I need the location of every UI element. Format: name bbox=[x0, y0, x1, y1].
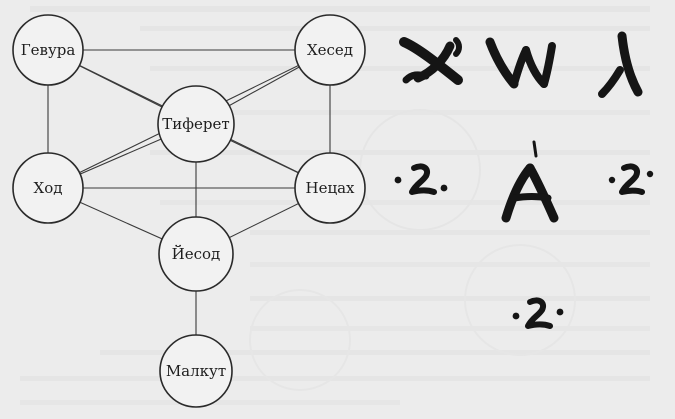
shin-like-script-glyph bbox=[485, 37, 556, 89]
node-circle-gevura bbox=[12, 14, 84, 86]
lamed-like-script-glyph bbox=[598, 31, 643, 98]
dotted-vowel-glyph bbox=[608, 163, 654, 195]
node-label-hod: Ход bbox=[34, 179, 63, 197]
script-glyphs bbox=[394, 31, 654, 329]
node-circle-yesod bbox=[158, 216, 234, 292]
node-gevura: Гевура bbox=[12, 14, 84, 86]
node-label-hesed: Хесед bbox=[307, 41, 353, 59]
node-label-tiferet: Тиферет bbox=[162, 115, 229, 133]
node-label-malkut: Малкут bbox=[166, 362, 226, 380]
node-netsah: Нецах bbox=[294, 152, 366, 224]
node-circle-netsah bbox=[294, 152, 366, 224]
node-label-yesod: Йесод bbox=[172, 244, 221, 263]
alpha-like-script-glyph bbox=[501, 140, 559, 223]
node-label-gevura: Гевура bbox=[21, 41, 76, 59]
node-circle-hesed bbox=[294, 14, 366, 86]
node-hesed: Хесед bbox=[294, 14, 366, 86]
node-malkut: Малкут bbox=[159, 334, 233, 408]
node-yesod: Йесод bbox=[158, 216, 234, 292]
node-circle-malkut bbox=[159, 334, 233, 408]
node-label-netsah: Нецах bbox=[305, 179, 355, 197]
node-circle-hod bbox=[12, 152, 84, 224]
node-circle-tiferet bbox=[157, 85, 235, 163]
dotted-vowel-glyph bbox=[512, 297, 564, 329]
aleph-like-script-glyph bbox=[399, 37, 463, 85]
node-hod: Ход bbox=[12, 152, 84, 224]
node-tiferet: Тиферет bbox=[157, 85, 235, 163]
dotted-vowel-glyph bbox=[394, 163, 448, 195]
